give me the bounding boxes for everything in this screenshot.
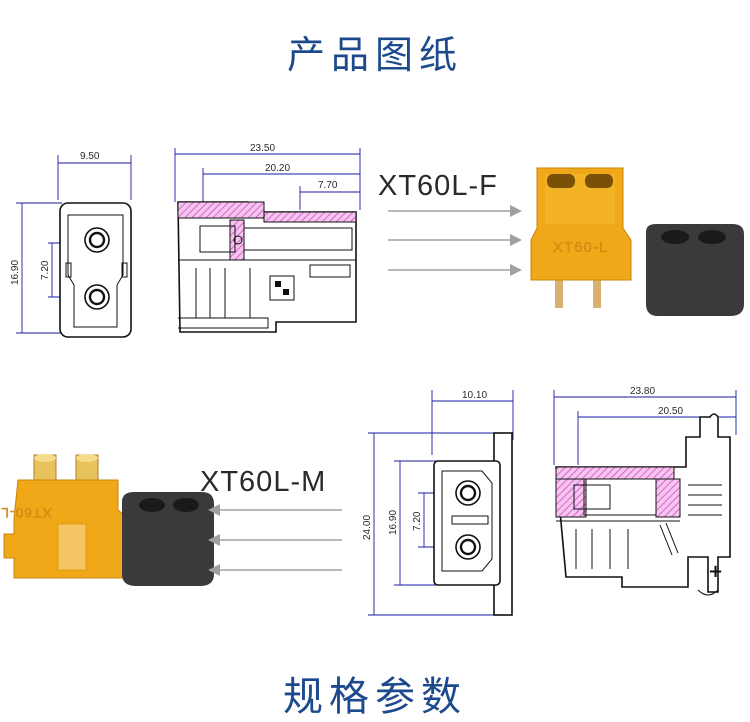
female-side-view-drawing: 23.50 20.20 7.70 [174, 143, 361, 333]
male-body-marking: XT60-L [0, 505, 52, 521]
male-cap-photo [122, 492, 214, 586]
male-arrows [208, 504, 342, 576]
male-side-view-drawing: 23.80 20.50 + [553, 386, 737, 596]
arrow-3 [388, 264, 522, 276]
female-body-marking: XT60-L [553, 239, 608, 256]
female-side-mid-label: 20.20 [265, 163, 290, 174]
arrow-4 [208, 504, 342, 516]
female-side-overall-label: 23.50 [250, 143, 275, 154]
male-front-view-drawing: 10.10 24.00 16.90 7.20 [362, 390, 514, 616]
female-cap-photo [646, 224, 744, 316]
male-model-label: XT60L-M [200, 466, 327, 498]
male-front-width-label: 10.10 [462, 390, 487, 401]
section-title-specifications: 规格参数 [283, 674, 467, 720]
female-arrows [388, 205, 522, 276]
arrow-1 [388, 205, 522, 217]
male-front-inner-height-label: 16.90 [388, 510, 399, 535]
arrow-5 [208, 534, 342, 546]
female-front-view-drawing: 9.50 16.90 7.20 [10, 151, 132, 338]
male-connector-photo: XT60-L [0, 454, 129, 579]
female-side-short-label: 7.70 [318, 180, 338, 191]
male-polarity-mark: + [708, 561, 723, 582]
female-model-label: XT60L-F [378, 170, 498, 202]
female-front-pitch-label: 7.20 [40, 260, 51, 280]
female-front-width-label: 9.50 [80, 151, 100, 162]
male-front-pitch-label: 7.20 [412, 511, 423, 531]
male-side-overall-label: 23.80 [630, 386, 655, 397]
male-side-mid-label: 20.50 [658, 406, 683, 417]
female-front-height-label: 16.90 [10, 260, 21, 285]
arrow-6 [208, 564, 342, 576]
male-front-height-label: 24.00 [362, 515, 373, 540]
page-title: 产品图纸 [286, 33, 463, 77]
female-connector-photo: XT60-L [530, 167, 632, 308]
arrow-2 [388, 234, 522, 246]
